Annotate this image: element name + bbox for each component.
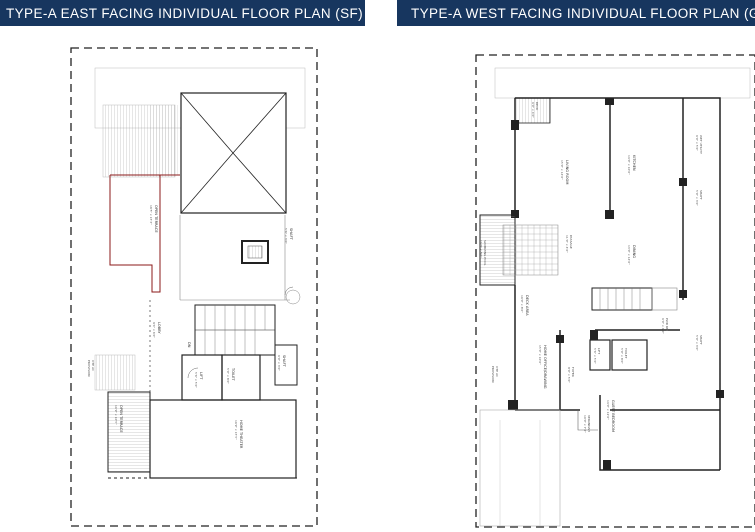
right-toilet-label: TOILET: [624, 347, 628, 359]
right-shaft-a-label: SHAFT: [699, 190, 703, 200]
left-open-terrace-top-size: 18'5" x 15'3": [149, 205, 153, 225]
left-plan-header: TYPE-A EAST FACING INDIVIDUAL FLOOR PLAN…: [0, 0, 365, 26]
right-driveway: [479, 409, 561, 527]
right-foyer-size: 8'0" x 5'0": [567, 367, 571, 383]
right-passage-size: 11'0" x 4'0": [565, 235, 569, 253]
right-toilet-size: 5'0" x 8'0": [620, 348, 624, 364]
right-deck-label: DECK: [535, 102, 539, 111]
right-deck-area-size: 19'0" x 8'0": [520, 295, 524, 313]
left-toilet-label: TOILET: [231, 367, 235, 381]
right-dining-size: 13'0" x 14'0": [627, 245, 631, 265]
right-otp-size: PROVISION: [491, 366, 495, 383]
right-otp-label: OTP AC: [495, 366, 499, 377]
right-deck-area-label: DECK AREA: [525, 295, 529, 316]
right-plan-header: TYPE-A WEST FACING INDIVIDUAL FLOOR PLAN…: [397, 0, 755, 26]
left-shaft-top-size: 5'6" x 3'0": [284, 228, 288, 244]
right-shaft-b-label: SHAFT: [699, 335, 703, 345]
right-dining-label: DINING: [632, 245, 636, 258]
right-kitchen-size: 14'0" x 10'0": [627, 155, 631, 175]
left-open-terrace-bottom-label: OPEN TERRACE: [119, 405, 123, 433]
left-shaft-room: [274, 344, 298, 386]
right-lift-room: [589, 339, 611, 371]
right-kitchen-label: KITCHEN: [632, 155, 636, 171]
right-deck: [514, 97, 551, 124]
left-staircase: [194, 304, 276, 356]
right-tiled-deck: [502, 224, 559, 276]
right-shaft-a-size: 5'0" x 3'0": [695, 190, 699, 206]
left-home-theater-room: [149, 399, 297, 479]
left-dn-label: DN: [187, 342, 191, 348]
right-staircase: [591, 287, 678, 311]
left-otp-label: OTP AC: [91, 360, 95, 371]
right-wet-utility-label: WET UTILITY: [699, 135, 703, 154]
right-swimming-pool-label: SWIMMING POOL: [483, 240, 487, 266]
right-living-room-size: 15'0" x 14'0": [560, 160, 564, 180]
left-lift-label: LIFT: [199, 372, 203, 380]
right-plan-title: TYPE-A WEST FACING INDIVIDUAL FLOOR PLAN…: [411, 5, 755, 21]
left-terrace-boundary: [109, 174, 180, 293]
right-swimming-pool-size: 16'0" x 8'0": [479, 240, 483, 258]
right-home-office-size: 15'0" x 10'0": [538, 345, 542, 365]
right-guest-bedroom-size: 14'0" x 12'0": [606, 400, 610, 420]
right-floor-plan: DECK 6'0" x 4'0" LIVING ROOM 15'0" x 14'…: [475, 54, 755, 528]
left-plot-boundary: [70, 47, 318, 527]
left-shaft-right-size: 6'0" x 3'0": [277, 355, 281, 371]
left-fixture-box: [241, 240, 269, 264]
right-verandah-size: 10'0" x 7'0": [583, 415, 587, 433]
right-deck-size: 6'0" x 4'0": [531, 102, 535, 118]
right-foyer-label: FOYER: [571, 367, 575, 377]
left-otp-size: PROVISION: [87, 360, 91, 377]
left-open-terrace-bottom: [107, 391, 151, 473]
right-guest-bedroom-label: GUEST BEDROOM: [611, 400, 615, 432]
right-plot-boundary: [475, 54, 755, 528]
right-toilet-room: [611, 339, 648, 371]
left-open-terrace-top-label: OPEN TERRACE: [154, 205, 158, 233]
right-passage-label: PASSAGE: [569, 235, 573, 249]
right-verandah-label: VERANDAH: [587, 415, 591, 432]
left-shaft-right-label: SHAFT: [282, 355, 286, 367]
left-floor-plan: OPEN TERRACE 18'5" x 15'3" SHAFT 5'6" x …: [70, 47, 318, 527]
left-lift-size: 5'6" x 5'0": [194, 372, 198, 388]
right-shaft-b-size: 5'0" x 3'0": [695, 335, 699, 351]
right-lift-label: LIFT: [597, 348, 601, 354]
left-lobby-label: LOBBY: [157, 322, 161, 334]
left-lobby-size: 9'4" x 6'0": [152, 322, 156, 338]
right-living-room-label: LIVING ROOM: [565, 160, 569, 184]
left-open-terrace-bottom-size: 19'9" x 10'5": [114, 405, 118, 425]
right-pwd-rm-label: PWD RM: [665, 318, 669, 331]
left-plan-title: TYPE-A EAST FACING INDIVIDUAL FLOOR PLAN…: [6, 5, 364, 21]
right-home-office-label: HOME OFFICE/DRAWING: [543, 345, 547, 389]
left-home-theater-size: 19'9" x 15'5": [234, 420, 238, 440]
left-home-theater-label: HOME THEATER: [239, 420, 243, 449]
roof-hip-icon: [180, 92, 287, 214]
right-wet-utility-size: 6'0" x 5'0": [695, 135, 699, 151]
left-toilet-size: 5'0" x 8'0": [226, 368, 230, 384]
left-shaft-top-label: SHAFT: [289, 228, 293, 240]
right-pwd-rm-size: 6'0" x 4'0": [661, 318, 665, 334]
right-lift-size: 5'6" x 5'0": [593, 348, 597, 364]
